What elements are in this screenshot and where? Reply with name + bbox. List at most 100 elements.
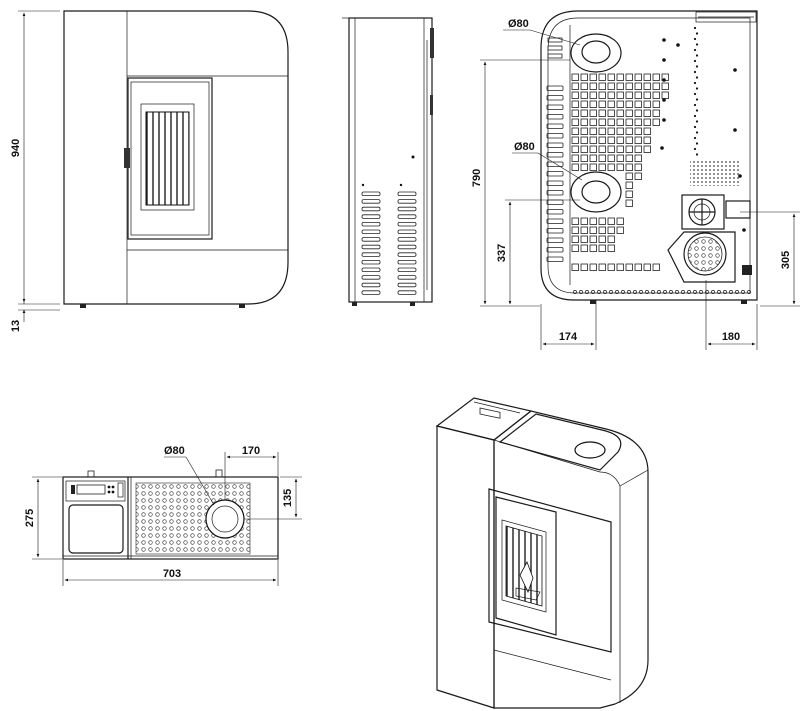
vent-slot xyxy=(546,123,564,129)
rivet xyxy=(695,153,699,156)
perforation xyxy=(589,145,597,153)
perforation xyxy=(571,226,579,234)
rivet xyxy=(687,290,691,294)
perforation xyxy=(625,136,633,144)
vent-slot xyxy=(546,114,564,120)
vent-slot xyxy=(361,191,381,196)
rear-outlet-upper-label: Ø80 xyxy=(508,18,529,30)
perforation xyxy=(616,136,624,144)
rivet xyxy=(675,290,679,294)
perforation xyxy=(571,154,579,162)
perforation xyxy=(625,181,633,189)
rivet xyxy=(695,76,699,79)
perforation xyxy=(598,217,606,225)
rivet xyxy=(695,43,699,46)
perforation xyxy=(616,226,624,234)
perforation xyxy=(580,82,588,90)
rivet xyxy=(742,228,746,232)
perforation xyxy=(643,73,651,81)
perforation xyxy=(625,127,633,135)
vent-slot xyxy=(397,259,417,265)
perforation xyxy=(589,163,597,171)
vent-slot xyxy=(546,104,564,110)
perforation xyxy=(616,263,624,271)
perforation xyxy=(607,263,615,271)
perforation xyxy=(598,82,606,90)
perforation xyxy=(571,235,579,243)
perforation xyxy=(616,163,624,171)
vent-slot xyxy=(397,275,417,280)
perforation xyxy=(616,154,624,162)
vent-slot xyxy=(361,221,381,227)
perforation xyxy=(607,235,615,243)
rivet xyxy=(723,290,727,294)
perforation xyxy=(625,163,633,171)
perforation xyxy=(661,91,669,99)
vent-slot xyxy=(546,142,564,148)
rivet xyxy=(693,37,697,41)
rear-height-305-dimension: 305 xyxy=(780,251,792,269)
perforation xyxy=(643,145,651,153)
perforation xyxy=(634,109,642,117)
side-view xyxy=(342,17,434,306)
perforation xyxy=(598,100,606,108)
rivet xyxy=(573,290,577,294)
rivet xyxy=(603,290,607,294)
perforation xyxy=(571,163,579,171)
perforation xyxy=(652,91,660,99)
rivet xyxy=(633,290,637,294)
top-outlet-label: Ø80 xyxy=(164,445,185,457)
vent-slot xyxy=(546,218,564,224)
rivet xyxy=(705,290,709,294)
perforation xyxy=(589,217,597,225)
perforation xyxy=(580,263,588,271)
perforation xyxy=(580,73,588,81)
perforation xyxy=(634,263,642,271)
perforation xyxy=(643,127,651,135)
rivet xyxy=(711,290,715,294)
perforation xyxy=(643,91,651,99)
perforation xyxy=(607,82,615,90)
perforation xyxy=(580,154,588,162)
rivet xyxy=(693,114,697,118)
perforation xyxy=(571,263,579,271)
rivet xyxy=(609,290,613,294)
perspective-view xyxy=(435,397,649,709)
perforation xyxy=(589,91,597,99)
perforation xyxy=(571,100,579,108)
perforation xyxy=(634,73,642,81)
perforation xyxy=(634,145,642,153)
perforation xyxy=(634,154,642,162)
perforation xyxy=(589,226,597,234)
perforation xyxy=(643,263,651,271)
perforation xyxy=(625,73,633,81)
top-view: 275 703 170 135 Ø80 xyxy=(24,445,302,586)
front-height-dimension: 940 xyxy=(10,139,22,157)
perforation xyxy=(634,127,642,135)
vent-slot xyxy=(546,237,564,243)
rivet xyxy=(639,290,643,294)
perforation xyxy=(580,163,588,171)
rivet xyxy=(676,43,680,47)
rivet xyxy=(662,38,666,42)
perforation xyxy=(661,82,669,90)
perforation xyxy=(652,109,660,117)
perforation xyxy=(598,163,606,171)
rivet xyxy=(741,290,745,294)
rivet xyxy=(729,290,733,294)
perforation xyxy=(625,154,633,162)
rivet xyxy=(695,54,699,57)
rear-height-790-dimension: 790 xyxy=(471,169,483,187)
vent-slot xyxy=(361,199,381,204)
rivet xyxy=(693,136,697,140)
rivet xyxy=(660,146,664,150)
perforation xyxy=(589,73,597,81)
perforation xyxy=(616,109,624,117)
perforation xyxy=(652,100,660,108)
perforation xyxy=(625,91,633,99)
perforation xyxy=(598,235,606,243)
vent-slot xyxy=(547,37,563,43)
rivet xyxy=(733,128,737,132)
rivet xyxy=(597,290,601,294)
rivet xyxy=(695,142,699,145)
